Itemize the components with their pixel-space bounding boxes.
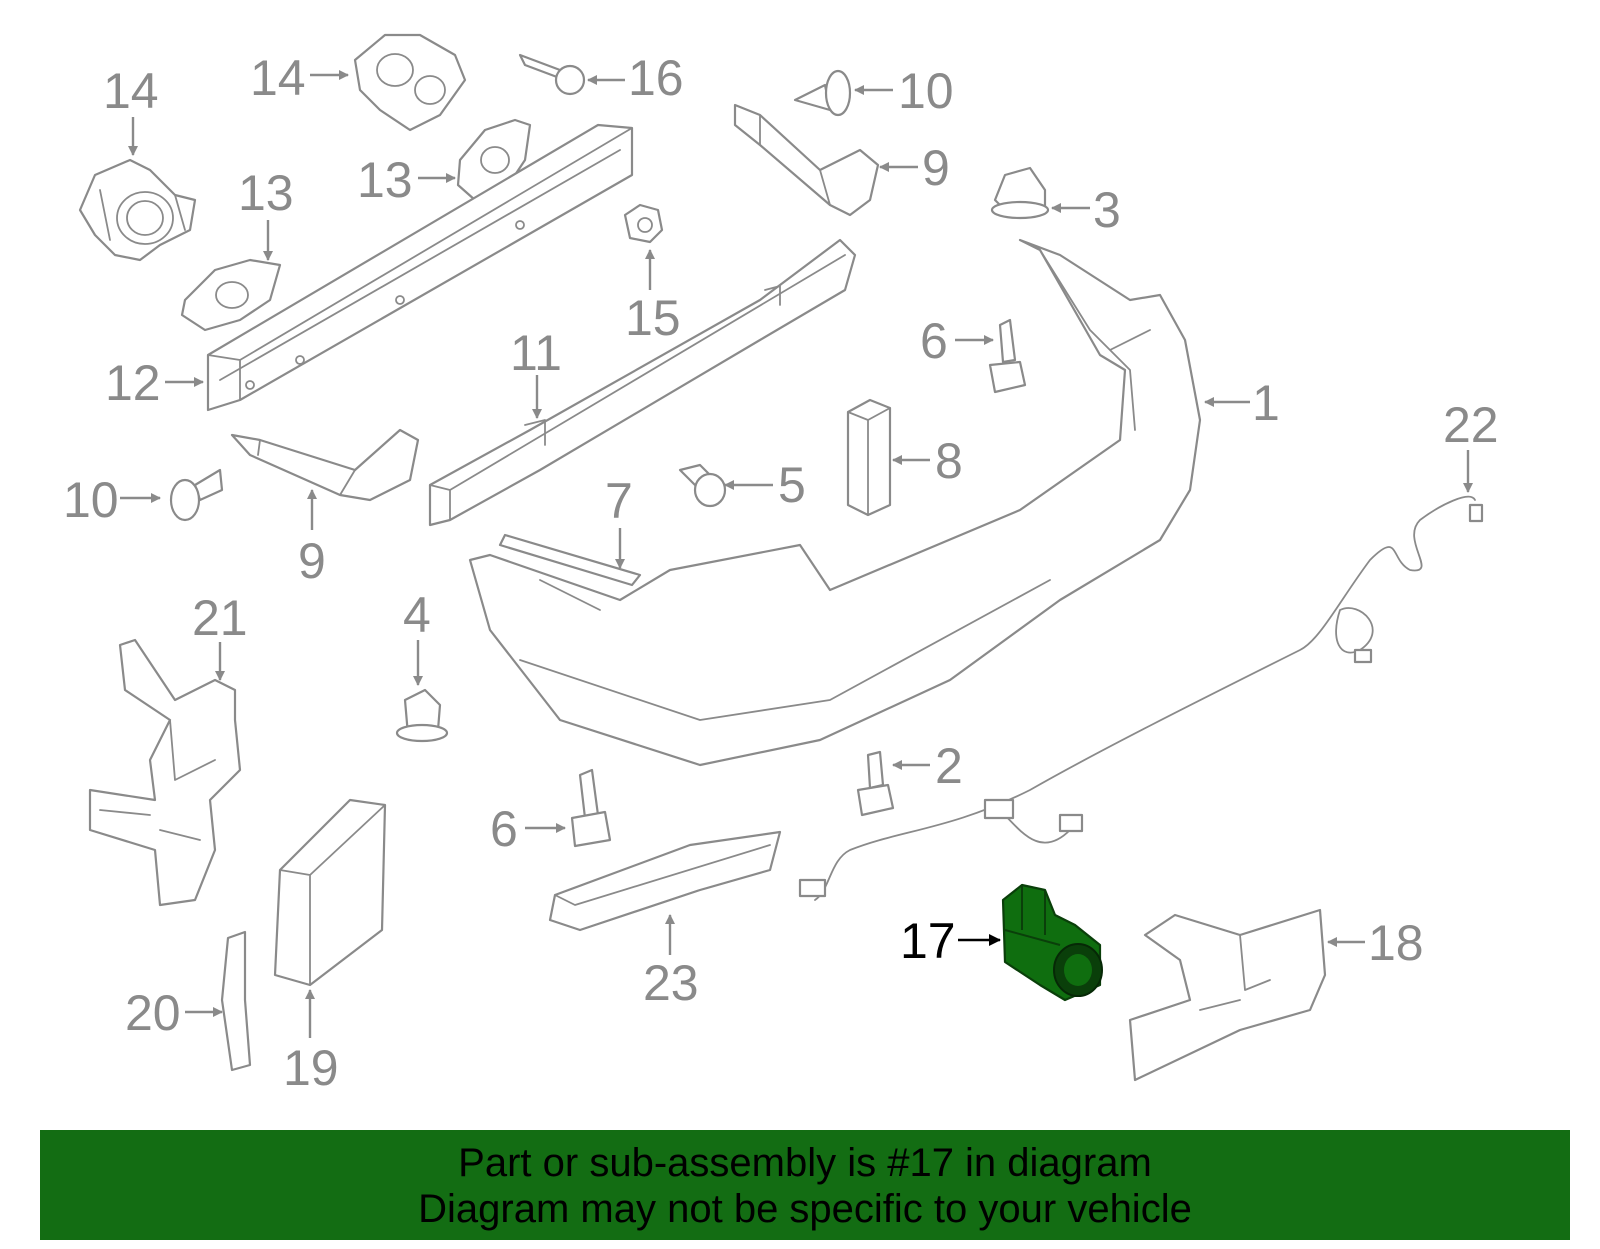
callout-22: 22 [1443, 397, 1499, 453]
part-13-left-gasket[interactable] [180, 258, 282, 332]
part-14-top-housing[interactable] [353, 33, 467, 132]
part-6-lower-screw[interactable] [570, 768, 612, 848]
callout-12: 12 [105, 355, 161, 411]
callout-10-top: 10 [898, 63, 954, 119]
callout-3: 3 [1093, 182, 1121, 238]
callout-1: 1 [1252, 375, 1280, 431]
info-banner: Part or sub-assembly is #17 in diagram D… [40, 1130, 1570, 1240]
callout-9-top: 9 [922, 140, 950, 196]
callout-9-lower: 9 [298, 533, 326, 589]
part-5-clip[interactable] [678, 463, 727, 508]
banner-line-2: Diagram may not be specific to your vehi… [418, 1187, 1192, 1231]
part-2-screw[interactable] [856, 750, 895, 817]
callout-10-left: 10 [63, 472, 119, 528]
part-10-top-clip[interactable] [793, 69, 852, 117]
part-16-bolt[interactable] [518, 53, 586, 96]
callout-23: 23 [643, 955, 699, 1011]
part-8-pad[interactable] [846, 398, 892, 517]
banner-line-1: Part or sub-assembly is #17 in diagram [458, 1141, 1152, 1185]
callout-13-left: 13 [238, 165, 294, 221]
part-12-reinforcement[interactable] [206, 123, 634, 412]
part-14-left-housing[interactable] [78, 158, 197, 262]
callout-11: 11 [510, 325, 562, 381]
callout-21: 21 [192, 590, 248, 646]
part-19-module[interactable] [273, 798, 387, 987]
callout-lines [120, 70, 1473, 1038]
part-11-absorber[interactable] [428, 238, 857, 527]
callout-5: 5 [778, 457, 806, 513]
callout-4: 4 [403, 587, 431, 643]
callout-6-lower: 6 [490, 801, 518, 857]
part-22-harness[interactable] [798, 495, 1484, 901]
part-6-upper-screw[interactable] [988, 318, 1027, 394]
part-21-bracket[interactable] [88, 638, 242, 907]
part-1-bumper-cover[interactable] [468, 238, 1202, 767]
callout-14-left: 14 [103, 63, 159, 119]
part-15-nut[interactable] [623, 203, 664, 244]
callout-20: 20 [125, 985, 181, 1041]
callout-2: 2 [935, 738, 963, 794]
callout-16: 16 [628, 50, 684, 106]
callout-14-top: 14 [250, 50, 306, 106]
callout-19: 19 [283, 1040, 339, 1096]
callout-13-top: 13 [357, 152, 413, 208]
callout-7: 7 [605, 473, 633, 529]
callout-18: 18 [1368, 915, 1424, 971]
part-23-reflector[interactable] [548, 830, 782, 932]
part-9-top-bracket[interactable] [733, 103, 880, 217]
part-4-clip[interactable] [395, 688, 449, 743]
callout-8: 8 [935, 433, 963, 489]
part-17-parking-sensor[interactable] [1001, 883, 1103, 1002]
part-7-strip[interactable] [498, 533, 642, 587]
part-9-lower-bracket[interactable] [230, 428, 420, 502]
part-13-top-gasket[interactable] [456, 118, 532, 202]
callout-labels: 14 14 16 10 13 13 9 3 15 12 11 6 1 22 8 … [63, 50, 1499, 1096]
part-3-clip[interactable] [990, 166, 1050, 220]
callout-6-upper: 6 [920, 313, 948, 369]
part-10-left-clip[interactable] [169, 468, 224, 522]
part-20-bracket[interactable] [220, 930, 252, 1072]
callout-15: 15 [625, 290, 681, 346]
part-18-cover[interactable] [1128, 908, 1327, 1082]
callout-17: 17 [900, 913, 956, 969]
